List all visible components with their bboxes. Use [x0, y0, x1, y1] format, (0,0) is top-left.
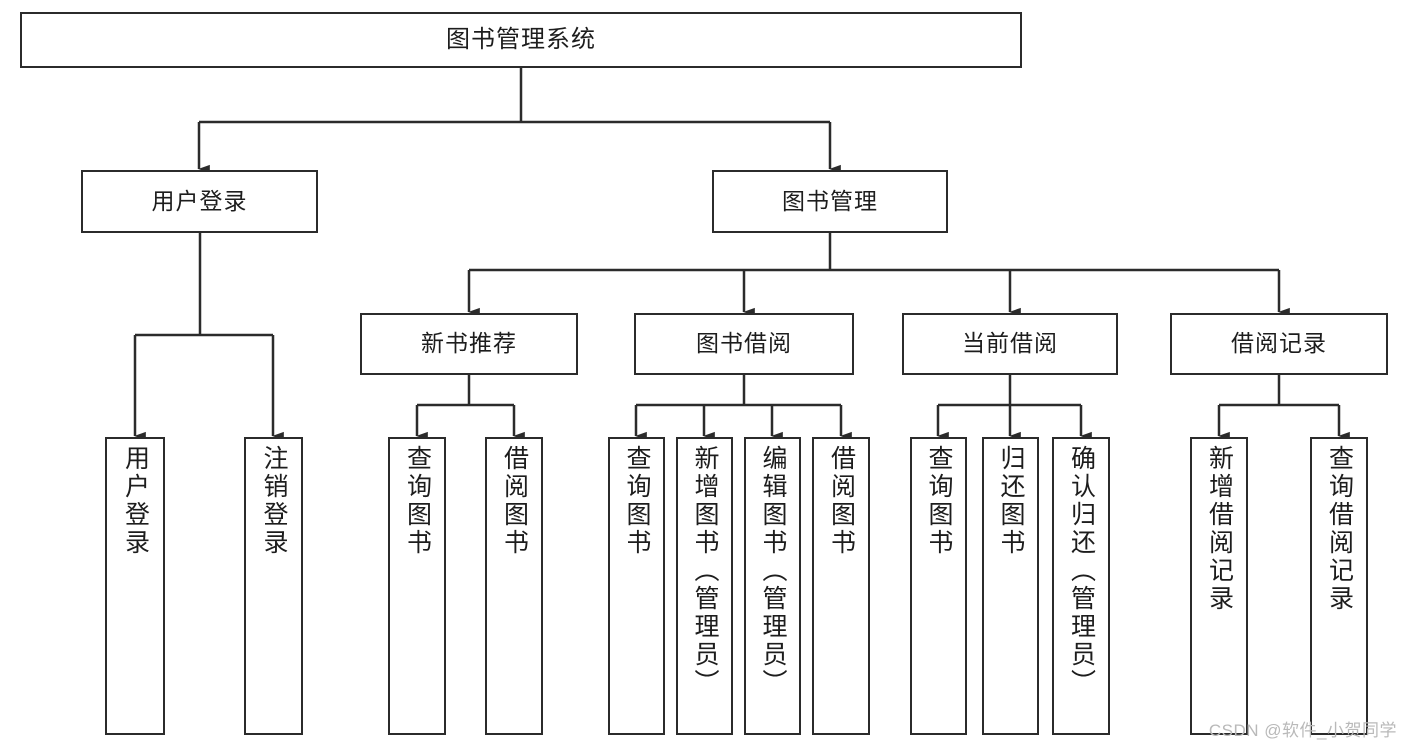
- node-leaf-user-login[interactable]: 用户登录: [105, 437, 165, 735]
- node-leaf-logout-label: 注销登录: [260, 445, 288, 557]
- node-new-book-recommend-label: 新书推荐: [421, 330, 517, 357]
- node-new-book-recommend[interactable]: 新书推荐: [360, 313, 578, 375]
- node-leaf-query-book-1-label: 查询图书: [403, 445, 432, 557]
- node-leaf-query-book-3-label: 查询图书: [925, 445, 953, 557]
- node-leaf-user-login-label: 用户登录: [121, 445, 150, 557]
- node-leaf-query-borrow-record-label: 查询借阅记录: [1325, 445, 1354, 613]
- node-leaf-borrow-book-1[interactable]: 借阅图书: [485, 437, 543, 735]
- node-leaf-borrow-book-1-label: 借阅图书: [500, 445, 529, 557]
- node-leaf-add-book[interactable]: 新增图书（管理员）: [676, 437, 733, 735]
- node-leaf-confirm-return[interactable]: 确认归还（管理员）: [1052, 437, 1110, 735]
- node-leaf-return-book-label: 归还图书: [997, 445, 1025, 557]
- node-borrow-record[interactable]: 借阅记录: [1170, 313, 1388, 375]
- node-leaf-borrow-book-2-label: 借阅图书: [827, 445, 856, 557]
- node-book-borrow-label: 图书借阅: [696, 330, 792, 357]
- node-leaf-edit-book-label: 编辑图书（管理员）: [759, 445, 787, 697]
- node-leaf-return-book[interactable]: 归还图书: [982, 437, 1039, 735]
- node-leaf-add-book-label: 新增图书（管理员）: [691, 445, 719, 697]
- node-leaf-query-book-2[interactable]: 查询图书: [608, 437, 665, 735]
- node-leaf-query-book-3[interactable]: 查询图书: [910, 437, 967, 735]
- node-leaf-add-borrow-record[interactable]: 新增借阅记录: [1190, 437, 1248, 735]
- node-leaf-borrow-book-2[interactable]: 借阅图书: [812, 437, 870, 735]
- node-leaf-confirm-return-label: 确认归还（管理员）: [1067, 445, 1096, 697]
- node-book-manage-label: 图书管理: [782, 187, 878, 214]
- node-user-login-label: 用户登录: [151, 187, 248, 214]
- node-root[interactable]: 图书管理系统: [20, 12, 1022, 68]
- node-leaf-query-book-1[interactable]: 查询图书: [388, 437, 446, 735]
- node-current-borrow[interactable]: 当前借阅: [902, 313, 1118, 375]
- node-leaf-query-book-2-label: 查询图书: [623, 445, 651, 557]
- node-leaf-query-borrow-record[interactable]: 查询借阅记录: [1310, 437, 1368, 735]
- node-leaf-edit-book[interactable]: 编辑图书（管理员）: [744, 437, 801, 735]
- node-root-label: 图书管理系统: [446, 25, 596, 53]
- node-user-login[interactable]: 用户登录: [81, 170, 318, 233]
- node-book-borrow[interactable]: 图书借阅: [634, 313, 854, 375]
- node-borrow-record-label: 借阅记录: [1231, 330, 1327, 357]
- node-current-borrow-label: 当前借阅: [962, 330, 1058, 357]
- node-book-manage[interactable]: 图书管理: [712, 170, 948, 233]
- node-leaf-logout[interactable]: 注销登录: [244, 437, 303, 735]
- node-leaf-add-borrow-record-label: 新增借阅记录: [1205, 445, 1234, 613]
